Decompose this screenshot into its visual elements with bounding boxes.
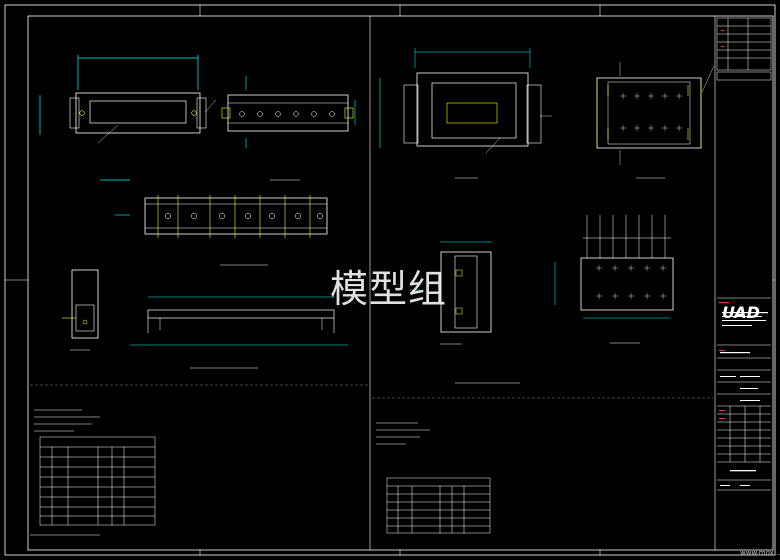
- company-logo: UAD: [722, 303, 760, 322]
- detail-block: [62, 269, 99, 351]
- red-marks: [719, 30, 729, 419]
- notes-right: [376, 422, 430, 445]
- side-view-left: [221, 76, 356, 181]
- inner-frame: [27, 15, 774, 551]
- front-view-left: [39, 55, 217, 181]
- footer-site: www.mox...: [740, 549, 780, 557]
- border-ticks: [5, 5, 775, 555]
- busbar-plan: [115, 195, 328, 266]
- notes-left: [34, 409, 100, 432]
- side-view-right: [596, 62, 715, 179]
- section-view-right: [554, 215, 674, 344]
- title-block: [716, 17, 772, 491]
- detail-block-right: [410, 241, 492, 345]
- parts-table-right: [386, 477, 491, 534]
- busbar-section: [130, 296, 348, 369]
- front-view-right: [379, 48, 552, 179]
- parts-table-left: [39, 436, 156, 526]
- title-block-text-marks: [720, 312, 768, 486]
- watermark-text: 模型组: [330, 267, 448, 311]
